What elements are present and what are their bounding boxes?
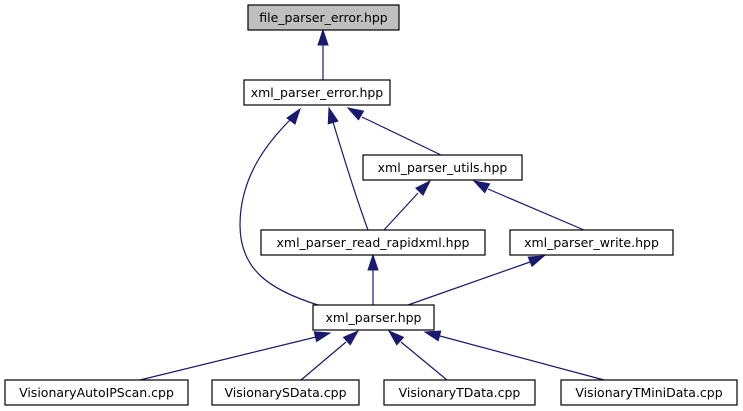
node-box bbox=[362, 154, 523, 181]
edge-xml_parser-to-xml_parser_read_rapidxml bbox=[367, 253, 379, 305]
edge-line bbox=[139, 336, 317, 381]
node-file_parser_error: file_parser_error.hpp bbox=[247, 4, 400, 31]
node-xml_parser_write[interactable]: xml_parser_write.hpp bbox=[509, 229, 674, 256]
node-box bbox=[243, 79, 391, 106]
arrowhead-icon bbox=[346, 107, 365, 121]
edge-VisionarySData-to-xml_parser bbox=[300, 329, 360, 381]
node-xml_parser_error[interactable]: xml_parser_error.hpp bbox=[243, 79, 391, 106]
edge-line bbox=[361, 116, 442, 156]
node-box bbox=[4, 379, 189, 406]
edge-VisionaryAutoIPScan-to-xml_parser bbox=[139, 331, 332, 381]
node-xml_parser_utils[interactable]: xml_parser_utils.hpp bbox=[362, 154, 523, 181]
edge-line bbox=[300, 341, 347, 381]
node-box bbox=[312, 304, 435, 331]
edge-line bbox=[332, 121, 369, 231]
node-label: VisionarySData.cpp bbox=[225, 385, 347, 400]
arrowhead-icon bbox=[342, 329, 360, 346]
node-box bbox=[560, 379, 738, 406]
arrowhead-icon bbox=[286, 107, 301, 125]
edge-line bbox=[407, 261, 531, 306]
node-xml_parser[interactable]: xml_parser.hpp bbox=[312, 304, 435, 331]
arrowhead-icon bbox=[313, 331, 332, 343]
edge-VisionaryTMiniData-to-xml_parser bbox=[423, 330, 605, 381]
edge-xml_parser_error-to-file_parser_error bbox=[317, 28, 329, 80]
node-VisionaryTMiniData[interactable]: VisionaryTMiniData.cpp bbox=[560, 379, 738, 406]
edge-line bbox=[439, 335, 605, 381]
node-label: xml_parser_error.hpp bbox=[251, 85, 384, 100]
node-box bbox=[383, 379, 536, 406]
node-label: VisionaryAutoIPScan.cpp bbox=[19, 385, 174, 400]
node-box bbox=[260, 229, 486, 256]
edge-xml_parser-to-xml_parser_error bbox=[239, 107, 319, 306]
arrowhead-icon bbox=[527, 255, 546, 268]
node-box bbox=[211, 379, 360, 406]
edge-xml_parser_read_rapidxml-to-xml_parser_utils bbox=[383, 179, 432, 231]
edge-xml_parser_write-to-xml_parser_utils bbox=[472, 180, 585, 231]
edge-VisionaryTData-to-xml_parser bbox=[387, 329, 448, 381]
arrowhead-icon bbox=[415, 179, 432, 197]
edge-xml_parser_read_rapidxml-to-xml_parser_error bbox=[327, 106, 369, 231]
arrowhead-icon bbox=[387, 329, 405, 346]
node-label: xml_parser.hpp bbox=[326, 310, 422, 325]
edge-line bbox=[383, 192, 419, 231]
edge-line bbox=[239, 119, 319, 306]
node-label: file_parser_error.hpp bbox=[259, 10, 388, 25]
edge-xml_parser_utils-to-xml_parser_error bbox=[346, 107, 442, 156]
edge-line bbox=[487, 188, 585, 231]
arrowhead-icon bbox=[327, 106, 339, 125]
node-VisionaryTData[interactable]: VisionaryTData.cpp bbox=[383, 379, 536, 406]
node-label: xml_parser_write.hpp bbox=[524, 235, 659, 250]
node-label: xml_parser_utils.hpp bbox=[378, 160, 508, 175]
arrowhead-icon bbox=[423, 330, 442, 342]
node-xml_parser_read_rapidxml[interactable]: xml_parser_read_rapidxml.hpp bbox=[260, 229, 486, 256]
node-label: VisionaryTMiniData.cpp bbox=[575, 385, 722, 400]
arrowhead-icon bbox=[472, 180, 491, 194]
edge-xml_parser-to-xml_parser_write bbox=[407, 255, 546, 306]
arrowhead-icon bbox=[317, 28, 329, 46]
arrowhead-icon bbox=[367, 253, 379, 271]
node-label: VisionaryTData.cpp bbox=[399, 385, 521, 400]
node-label: xml_parser_read_rapidxml.hpp bbox=[277, 235, 470, 250]
edge-line bbox=[400, 341, 448, 381]
node-VisionaryAutoIPScan[interactable]: VisionaryAutoIPScan.cpp bbox=[4, 379, 189, 406]
node-box bbox=[509, 229, 674, 256]
node-box bbox=[247, 4, 400, 31]
node-VisionarySData[interactable]: VisionarySData.cpp bbox=[211, 379, 360, 406]
